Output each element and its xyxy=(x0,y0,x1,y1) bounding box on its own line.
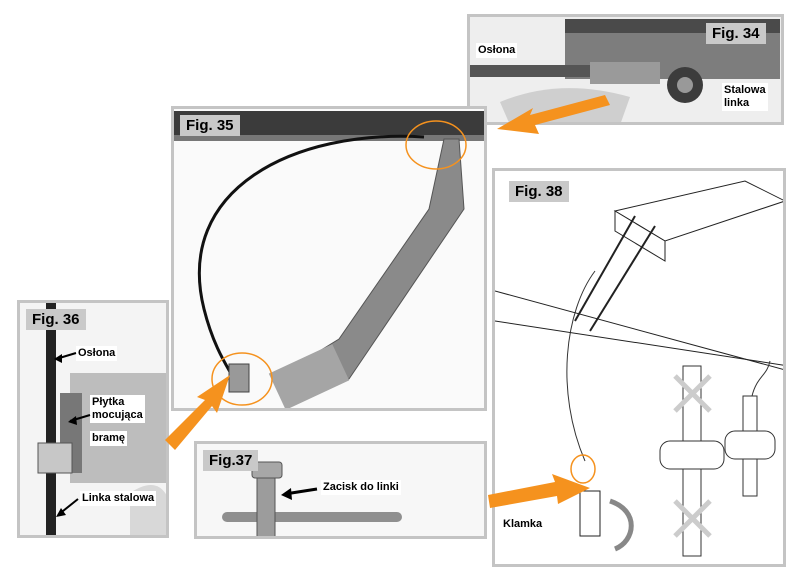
plytka-mocujaca-callout: Płytka mocująca xyxy=(90,395,145,423)
figure-37-panel: Fig.37 Zacisk do linki xyxy=(194,441,487,539)
figure-35-label: Fig. 35 xyxy=(180,115,240,136)
figure-34-label: Fig. 34 xyxy=(706,23,766,44)
figure-38-label: Fig. 38 xyxy=(509,181,569,202)
klamka-callout: Klamka xyxy=(501,517,545,532)
figure-36-panel: Fig. 36 Osłona Płytka mocująca bramę Lin… xyxy=(17,300,169,538)
figure-35-panel: Fig. 35 xyxy=(171,106,487,411)
oslona-callout-36: Osłona xyxy=(76,346,118,361)
figure-37-label: Fig.37 xyxy=(203,450,259,471)
figure-35-photo xyxy=(174,109,484,408)
linka-stalowa-callout: Linka stalowa xyxy=(80,491,157,506)
figure-38-panel: Fig. 38 Klamka xyxy=(492,168,786,567)
oslona-callout-34: Osłona xyxy=(476,43,518,58)
brame-callout: bramę xyxy=(90,431,128,446)
stalowa-linka-callout-34: Stalowa linka xyxy=(722,83,768,111)
figure-38-drawing xyxy=(495,171,783,564)
figure-34-panel: Fig. 34 Osłona Stalowa linka xyxy=(467,14,784,125)
zacisk-do-linki-callout: Zacisk do linki xyxy=(321,480,401,495)
figure-36-label: Fig. 36 xyxy=(26,309,86,330)
